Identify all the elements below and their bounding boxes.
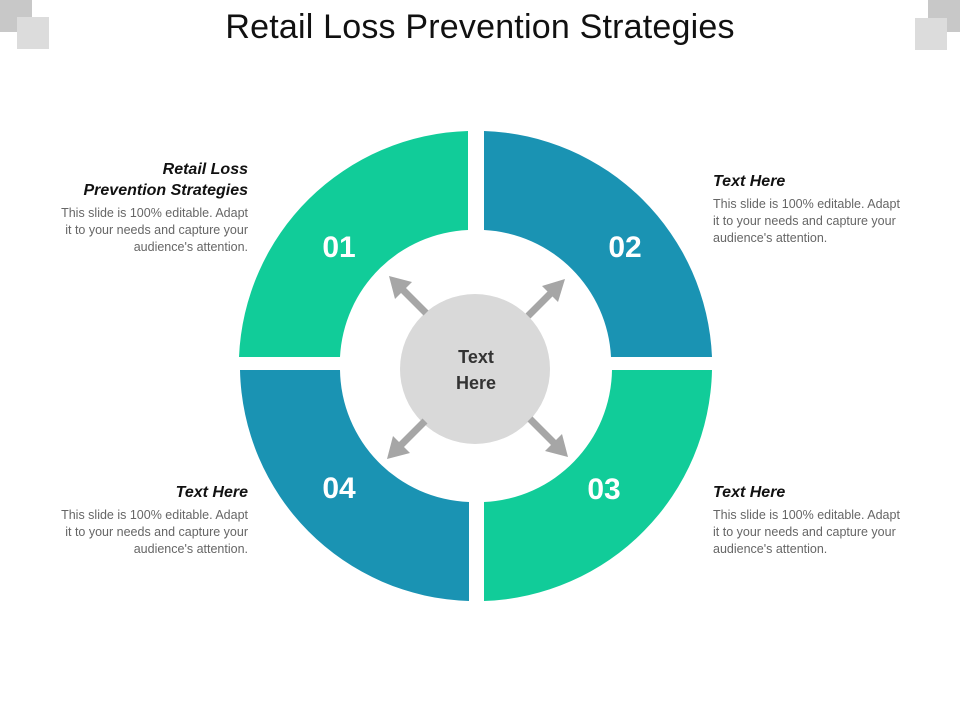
corner-square: [915, 18, 947, 50]
block-heading: Prevention Strategies: [83, 182, 249, 199]
text-block-top-left: Retail Loss Prevention Strategies This s…: [18, 159, 248, 256]
text-block-bottom-left: Text Here This slide is 100% editable. A…: [18, 482, 248, 558]
block-body-line: it to your needs and capture your: [65, 223, 248, 237]
corner-square: [17, 17, 49, 49]
arrow-down-left-icon: [387, 418, 428, 459]
block-body: This slide is 100% editable. Adapt it to…: [18, 205, 248, 256]
block-body-line: audience's attention.: [713, 542, 828, 556]
block-body-line: audience's attention.: [133, 542, 248, 556]
block-body-line: it to your needs and capture your: [65, 525, 248, 539]
block-body: This slide is 100% editable. Adapt it to…: [713, 196, 943, 247]
arrow-down-right-icon: [527, 416, 568, 457]
segment-label-02: 02: [608, 231, 641, 264]
text-block-bottom-right: Text Here This slide is 100% editable. A…: [713, 482, 943, 558]
block-heading: Text Here: [175, 484, 248, 501]
block-body-line: it to your needs and capture your: [713, 214, 896, 228]
segment-03: [484, 370, 712, 601]
center-circle: [400, 294, 550, 444]
block-body: This slide is 100% editable. Adapt it to…: [713, 507, 943, 558]
segment-label-03: 03: [587, 473, 620, 506]
block-body-line: This slide is 100% editable. Adapt: [61, 206, 248, 220]
block-heading: Text Here: [713, 484, 786, 501]
segment-label-01: 01: [322, 231, 355, 264]
segment-01: [239, 131, 468, 357]
block-heading: Retail Loss: [162, 161, 248, 178]
center-text-line2: Here: [456, 373, 496, 393]
segment-04: [240, 370, 469, 601]
center-text-line1: Text: [458, 347, 494, 367]
block-body-line: it to your needs and capture your: [713, 525, 896, 539]
block-body: This slide is 100% editable. Adapt it to…: [18, 507, 248, 558]
slide-title: Retail Loss Prevention Strategies: [225, 8, 735, 46]
block-heading: Text Here: [713, 173, 786, 190]
segment-02: [484, 131, 712, 357]
arrow-up-left-icon: [389, 276, 429, 316]
block-body-line: This slide is 100% editable. Adapt: [713, 508, 900, 522]
block-body-line: audience's attention.: [713, 231, 828, 245]
block-body-line: audience's attention.: [133, 240, 248, 254]
arrow-up-right-icon: [525, 279, 565, 319]
text-block-top-right: Text Here This slide is 100% editable. A…: [713, 171, 943, 247]
block-body-line: This slide is 100% editable. Adapt: [61, 508, 248, 522]
block-body-line: This slide is 100% editable. Adapt: [713, 197, 900, 211]
segment-label-04: 04: [322, 472, 356, 505]
